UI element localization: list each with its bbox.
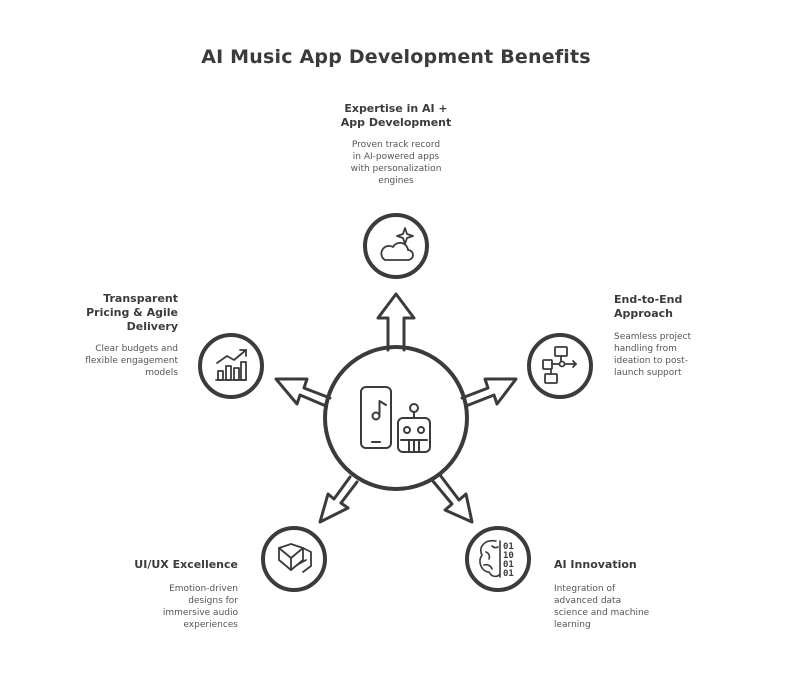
node-circle-right: [527, 333, 593, 399]
cloud-sparkle-icon: [380, 227, 414, 261]
node-desc-bottom-left: Emotion-driven designs for immersive aud…: [162, 584, 238, 630]
material-design-icon: [278, 543, 312, 573]
node-heading-bottom-right: AI Innovation: [554, 558, 637, 571]
node-desc-right: Seamless project handling from ideation …: [614, 332, 692, 378]
svg-text:01: 01: [503, 542, 514, 552]
node-heading-right: End-to-End Approach: [614, 293, 683, 320]
node-circle-top: [363, 213, 429, 279]
hub-circle: [323, 345, 469, 491]
growth-chart-icon: [215, 349, 247, 381]
workflow-icon: [542, 346, 577, 384]
node-heading-bottom-left: UI/UX Excellence: [134, 558, 238, 571]
brain-binary-icon: [479, 539, 501, 578]
page-title: AI Music App Development Benefits: [201, 46, 591, 68]
arrow-bottom-left: [318, 475, 359, 524]
node-circle-bottom-right: [465, 526, 531, 592]
node-desc-left: Clear budgets and flexible engagement mo…: [85, 344, 178, 378]
arrow-left: [274, 377, 332, 408]
smartphone-music-icon: [360, 386, 392, 449]
svg-text:01: 01: [503, 569, 514, 579]
svg-text:01: 01: [503, 560, 514, 570]
node-heading-top: Expertise in AI + App Development: [340, 102, 452, 129]
node-circle-left: [198, 333, 264, 399]
svg-text:10: 10: [503, 551, 514, 561]
arrow-right: [460, 377, 518, 408]
node-desc-bottom-right: Integration of advanced data science and…: [554, 584, 650, 630]
node-heading-left: Transparent Pricing & Agile Delivery: [86, 292, 178, 333]
robot-icon: [397, 403, 431, 453]
binary-digits: 01 10 01 01: [503, 542, 514, 579]
node-circle-bottom-left: [261, 526, 327, 592]
node-desc-top: Proven track record in AI-powered apps w…: [350, 140, 442, 186]
arrow-bottom-right: [430, 473, 474, 524]
arrow-top: [376, 292, 416, 352]
